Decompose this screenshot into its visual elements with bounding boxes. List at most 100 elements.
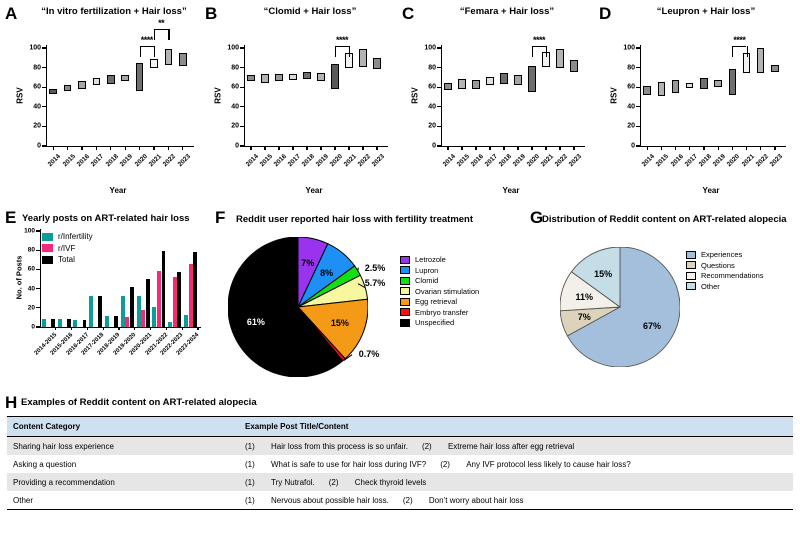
y-tick: [240, 67, 244, 69]
x-tick: [306, 146, 308, 150]
x-tick: [646, 146, 648, 150]
floating-bar: [121, 75, 129, 82]
legend-swatch: [400, 255, 410, 264]
y-axis-label: No. of Posts: [14, 255, 24, 300]
x-tick: [278, 146, 280, 150]
bar-total: [66, 319, 71, 327]
legend-label: Embryo transfer: [415, 307, 469, 317]
y-tick-label: 100: [29, 44, 41, 52]
panel-h-letter: H: [5, 393, 18, 412]
bar-rinfertility: [73, 320, 78, 327]
y-tick: [437, 86, 441, 88]
example-text-2: Any IVF protocol less likely to cause ha…: [466, 459, 631, 469]
floating-bar: [742, 52, 751, 74]
y-tick-label: 20: [428, 122, 436, 130]
x-tick: [55, 327, 57, 330]
bar-rinfertility: [120, 296, 125, 327]
example-text-1: Hair loss from this process is so unfair…: [271, 441, 408, 451]
y-tick: [437, 47, 441, 49]
floating-bar: [49, 89, 57, 95]
legend-swatch: [400, 276, 410, 285]
x-axis: [244, 146, 388, 148]
y-tick: [636, 86, 640, 88]
legend-item-eggretrieval: Egg retrieval: [400, 297, 479, 306]
cell-example-post: (1)Nervous about possible hair loss.(2)D…: [239, 491, 793, 510]
x-axis-label: Year: [305, 186, 323, 195]
x-tick: [531, 146, 533, 150]
legend-label: Lupron: [415, 265, 439, 275]
legend-swatch-total: [42, 255, 53, 264]
floating-bar: [528, 65, 536, 93]
column-header-example-post: Example Post Title/Content: [239, 416, 793, 437]
floating-bar: [359, 48, 367, 67]
x-tick: [545, 146, 547, 150]
legend-item-total: Total: [42, 255, 93, 264]
significance-label: **: [158, 18, 165, 28]
legend-item-recommendations: Recommendations: [686, 271, 764, 280]
floating-bar: [643, 86, 651, 96]
legend-item-other: Other: [686, 282, 764, 291]
x-tick: [362, 146, 364, 150]
floating-bar: [657, 82, 665, 97]
y-tick-label: 0: [235, 142, 239, 150]
floating-bar: [345, 52, 353, 68]
x-tick: [250, 146, 252, 150]
y-tick: [36, 288, 40, 290]
legend-label: Letrozole: [415, 255, 446, 264]
y-tick: [437, 67, 441, 69]
y-tick: [36, 326, 40, 328]
panel-h-title: Examples of Reddit content on ART-relate…: [21, 397, 257, 408]
x-tick: [167, 146, 170, 150]
legend-swatch: [400, 287, 410, 295]
y-tick-label: 0: [631, 142, 635, 150]
example-2-group: (2)Extreme hair loss after egg retrieval: [422, 442, 574, 451]
x-tick: [165, 327, 168, 330]
cell-example-post: (1)Try Nutrafol.(2)Check thyroid levels: [239, 473, 793, 491]
example-text-1: Try Nutrafol.: [271, 477, 315, 487]
y-tick-label: 20: [231, 122, 239, 130]
x-axis: [40, 327, 201, 329]
y-axis: [640, 45, 642, 146]
floating-bar: [514, 75, 522, 86]
legend-label: Ovarian stimulation: [415, 286, 480, 296]
y-tick: [36, 268, 40, 271]
panel-g-letter: G: [530, 208, 544, 227]
panel-f-title: Reddit user reported hair loss with fert…: [236, 214, 474, 225]
panel-d-letter: D: [599, 4, 612, 23]
x-tick: [150, 327, 152, 330]
cell-example-post: (1)What is safe to use for hair loss dur…: [239, 455, 793, 473]
example-number-1: (1): [245, 441, 255, 451]
y-tick: [437, 145, 441, 147]
legend-item-clomid: Clomid: [400, 276, 479, 285]
x-tick: [745, 146, 748, 150]
floating-bar: [107, 75, 115, 85]
legend-swatch-infertility: [42, 232, 53, 241]
panel-g-labels: 67%7%11%15%: [528, 205, 800, 390]
significance-bracket: ****: [200, 0, 397, 200]
legend-swatch: [686, 250, 696, 259]
significance-label: ****: [532, 35, 546, 45]
x-tick: [67, 146, 69, 150]
y-tick: [437, 106, 441, 108]
floating-bar: [331, 63, 339, 90]
panel-b-letter: B: [205, 4, 218, 23]
legend-item-embryotransfer: Embryo transfer: [400, 308, 479, 317]
y-tick-label: 100: [227, 44, 239, 52]
cell-content-category: Providing a recommendation: [7, 473, 239, 491]
pie-percent-recommendations: 11%: [575, 291, 594, 302]
y-tick-label: 60: [428, 83, 436, 91]
x-tick: [731, 146, 733, 150]
table-row: Other(1)Nervous about possible hair loss…: [7, 491, 793, 510]
legend-swatch: [686, 261, 696, 269]
panel-c-letter: C: [402, 4, 415, 23]
y-tick-label: 20: [27, 304, 35, 312]
y-tick-label: 40: [428, 103, 436, 111]
panel-f-letter: F: [215, 208, 226, 227]
x-tick: [475, 146, 477, 150]
